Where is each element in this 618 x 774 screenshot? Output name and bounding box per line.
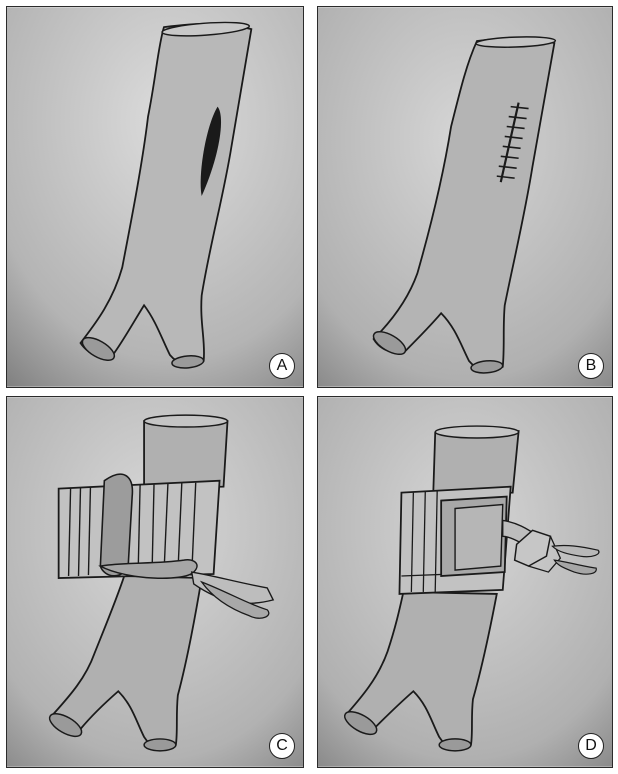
panel-label-b: B [578, 353, 604, 379]
panel-label-d: D [578, 733, 604, 759]
panel-label-c: C [269, 733, 295, 759]
panel-d: D [317, 396, 613, 768]
panel-label-a: A [269, 353, 295, 379]
panel-c: C [6, 396, 304, 768]
panel-b: B [317, 6, 613, 388]
vessel-drawing-b [318, 7, 612, 387]
vessel-drawing-d [318, 397, 612, 767]
panel-a: A [6, 6, 304, 388]
vessel-drawing-a [7, 7, 303, 387]
vessel-drawing-c [7, 397, 303, 767]
